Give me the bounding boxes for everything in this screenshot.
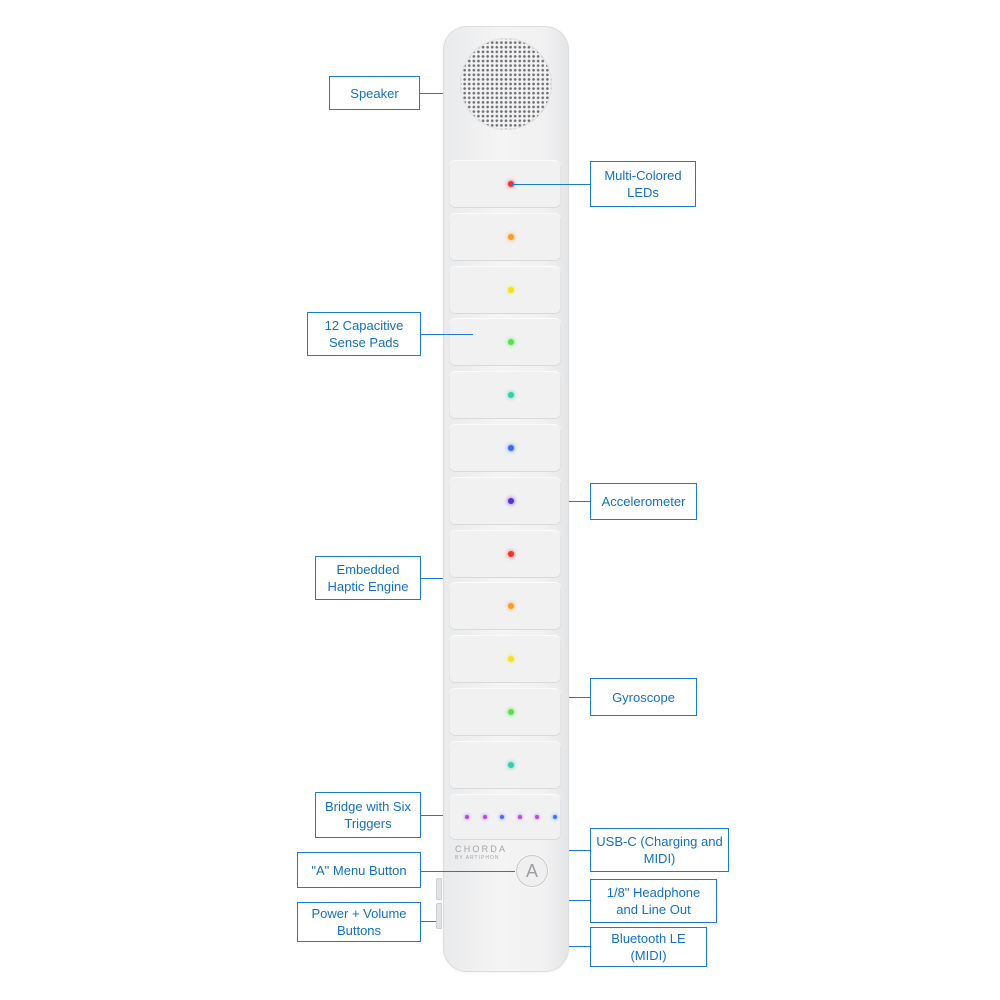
trigger-led (482, 815, 487, 819)
leader-usbc (569, 850, 590, 851)
label-speaker: Speaker (329, 76, 420, 110)
sense-pad (449, 212, 561, 261)
sense-pad (449, 688, 561, 736)
label-gyroscope: Gyroscope (590, 678, 697, 716)
brand-name: CHORDA (455, 844, 508, 854)
sense-pad (449, 635, 561, 684)
led-indicator (508, 497, 514, 504)
label-accelerometer: Accelerometer (590, 483, 697, 520)
sense-pad (449, 318, 561, 367)
leader-bluetooth (569, 946, 590, 947)
leader-bridge (421, 815, 443, 816)
trigger-led (500, 815, 505, 819)
sense-pad (449, 265, 561, 314)
sense-pad (449, 582, 561, 631)
trigger-led (517, 815, 522, 819)
label-bluetooth: Bluetooth LE (MIDI) (590, 927, 707, 967)
leader-menu (421, 871, 515, 872)
led-indicator (508, 603, 514, 610)
led-indicator (508, 392, 514, 399)
label-menu: "A" Menu Button (297, 852, 421, 888)
trigger-led (535, 815, 540, 819)
led-indicator (508, 181, 514, 187)
sense-pad (449, 476, 561, 525)
bridge (449, 794, 561, 840)
side-button-volume (436, 903, 442, 929)
label-power: Power + Volume Buttons (297, 902, 421, 942)
trigger-led (465, 815, 469, 819)
led-indicator (508, 339, 514, 346)
leader-headphone (569, 900, 590, 901)
a-menu-button: A (516, 855, 548, 887)
brand-logo: CHORDA BY ARTIPHON (455, 844, 507, 861)
label-bridge: Bridge with Six Triggers (315, 792, 421, 838)
chorda-device: CHORDA BY ARTIPHON A (443, 26, 569, 972)
brand-sub: BY ARTIPHON (455, 855, 500, 861)
label-leds: Multi-Colored LEDs (590, 161, 696, 207)
led-indicator (508, 550, 514, 557)
leader-pads (421, 334, 473, 335)
leader-power (421, 921, 436, 922)
led-indicator (508, 656, 514, 663)
sense-pad (449, 424, 561, 472)
label-usbc: USB-C (Charging and MIDI) (590, 828, 729, 872)
speaker-grille (460, 38, 552, 130)
label-headphone: 1/8" Headphone and Line Out (590, 879, 717, 923)
led-indicator (508, 233, 514, 240)
leader-leds (512, 184, 590, 185)
sense-pad (449, 371, 561, 420)
side-button-power (436, 878, 442, 900)
led-indicator (508, 286, 514, 293)
leader-gyroscope (569, 697, 590, 698)
sense-pad (449, 529, 561, 578)
led-indicator (508, 445, 514, 451)
leader-haptic (421, 578, 443, 579)
label-pads: 12 Capacitive Sense Pads (307, 312, 421, 356)
sense-pad (449, 740, 561, 789)
leader-speaker (420, 93, 443, 94)
label-haptic: Embedded Haptic Engine (315, 556, 421, 600)
trigger-led (553, 815, 557, 819)
led-indicator (508, 761, 514, 768)
led-indicator (508, 709, 514, 715)
leader-accelerometer (569, 501, 590, 502)
